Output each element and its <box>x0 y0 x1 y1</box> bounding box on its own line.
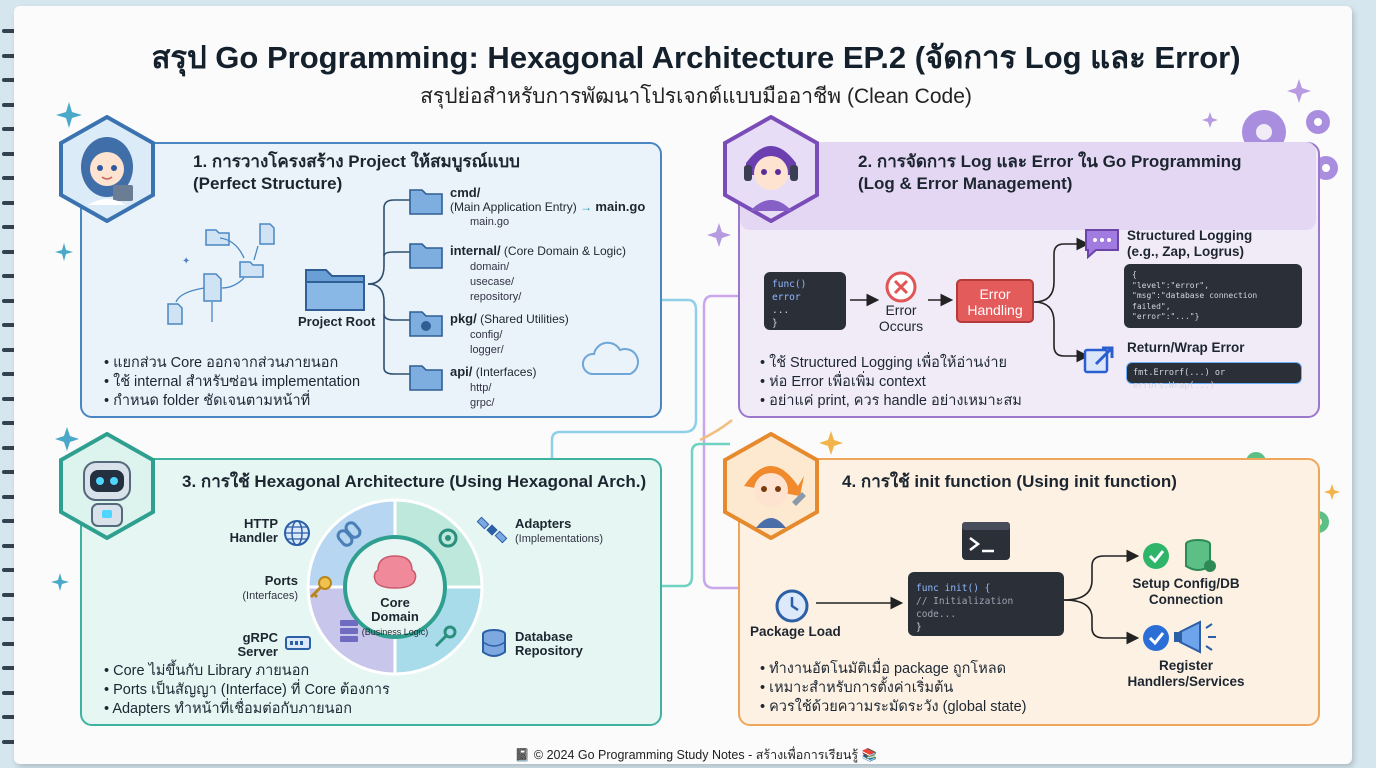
server-icon <box>340 620 358 642</box>
folder-icon <box>205 229 230 246</box>
section1-bullets: แยกส่วน Core ออกจากส่วนภายนอก ใช้ intern… <box>104 354 360 411</box>
branch-arrows <box>1034 237 1090 363</box>
section1-title: 1. การวางโครงสร้าง Project ให้สมบูรณ์แบบ… <box>193 152 520 193</box>
structured-logging-label: Structured Logging(e.g., Zap, Logrus) <box>1127 228 1253 259</box>
arrow-to-init <box>816 596 904 610</box>
section3-bullets: Core ไม่ขึ้นกับ Library ภายนอก Ports เป็… <box>104 662 390 719</box>
gear-icon <box>421 321 431 331</box>
wrap-code: fmt.Errorf(...) or errors.Wrap(...) <box>1126 362 1302 391</box>
folder-internal: internal/ (Core Domain & Logic) domain/ … <box>450 243 626 304</box>
section2-bullets: ใช้ Structured Logging เพื่อให้อ่านง่าย … <box>760 354 1022 411</box>
init-code: func init() { // Initialization code... … <box>908 572 1064 636</box>
file-icon <box>203 273 222 302</box>
folder-icon <box>409 189 443 215</box>
database-icon <box>1185 539 1211 571</box>
file-flow-diagram: ✦ <box>167 223 275 325</box>
code-func-error: func() error ... } <box>764 272 846 330</box>
project-root-folder-icon <box>305 269 365 311</box>
avatar-boy-headphones <box>723 115 819 223</box>
terminal-icon <box>962 522 1010 560</box>
branch-arrows-init <box>1064 549 1140 645</box>
gear-icon <box>438 528 458 548</box>
sparkle-icon <box>56 102 82 128</box>
log-json-code: { "level":"error", "msg":"database conne… <box>1124 264 1302 328</box>
avatar-girl-wrench <box>723 432 819 540</box>
folder-pkg: pkg/ (Shared Utilities) config/ logger/ <box>450 311 569 357</box>
footer-note: 📓 © 2024 Go Programming Study Notes - สร… <box>514 748 878 762</box>
folder-api: api/ (Interfaces) http/ grpc/ <box>450 364 537 410</box>
chat-bubble-icon <box>1085 229 1119 260</box>
network-switch-icon <box>285 636 311 650</box>
error-x-icon <box>885 271 917 303</box>
page-subtitle: สรุปย่อสำหรับการพัฒนาโปรเจกต์แบบมืออาชีพ… <box>420 85 972 108</box>
core-domain-label: Core Domain(Business Logic) <box>361 595 429 638</box>
folder-icon <box>409 243 443 269</box>
globe-icon <box>284 520 310 546</box>
page-title: สรุป Go Programming: Hexagonal Architect… <box>151 40 1241 75</box>
subfolder-icons <box>409 189 443 391</box>
check-database-icons <box>1143 539 1216 572</box>
cloud-icon <box>582 341 639 375</box>
section2-title: 2. การจัดการ Log และ Error ใน Go Program… <box>858 152 1242 193</box>
tree-connectors <box>368 199 412 375</box>
file-icon <box>167 303 183 325</box>
file-icon <box>259 223 275 245</box>
hexagonal-ring-diagram <box>306 498 484 676</box>
flow-arrows-a <box>850 293 954 307</box>
link-icon <box>336 521 362 547</box>
panel2-header-band <box>740 142 1316 230</box>
megaphone-icon <box>1174 620 1201 654</box>
check-icon <box>1143 625 1169 651</box>
section3-title: 3. การใช้ Hexagonal Architecture (Using … <box>182 472 647 491</box>
section4-title: 4. การใช้ init function (Using init func… <box>842 472 1177 491</box>
clock-icon <box>775 589 809 623</box>
key-icon <box>309 576 332 599</box>
check-megaphone-icons <box>1143 620 1216 654</box>
avatar-robot <box>59 432 155 540</box>
adapters-label: Adapters(Implementations) <box>515 516 604 546</box>
package-load-label: Package Load <box>750 624 841 639</box>
key-icon <box>434 625 457 648</box>
return-wrap-label: Return/Wrap Error <box>1127 340 1245 355</box>
folder-cmd: cmd/ (Main Application Entry) → main.go … <box>450 185 646 229</box>
return-arrow-icon <box>1083 346 1114 374</box>
ports-label: Ports(Interfaces) <box>242 573 298 603</box>
avatar-girl-tablet <box>59 115 155 223</box>
database-icon <box>482 629 506 657</box>
check-icon <box>1143 543 1169 569</box>
section4-bullets: ทำงานอัตโนมัติเมื่อ package ถูกโหลด เหมา… <box>760 660 1026 717</box>
project-root-label: Project Root <box>298 314 376 329</box>
brain-icon <box>373 555 417 589</box>
satellite-icon <box>476 516 508 544</box>
folder-icon <box>239 261 264 278</box>
svg-text:✦: ✦ <box>182 256 190 267</box>
folder-icon <box>409 365 443 391</box>
